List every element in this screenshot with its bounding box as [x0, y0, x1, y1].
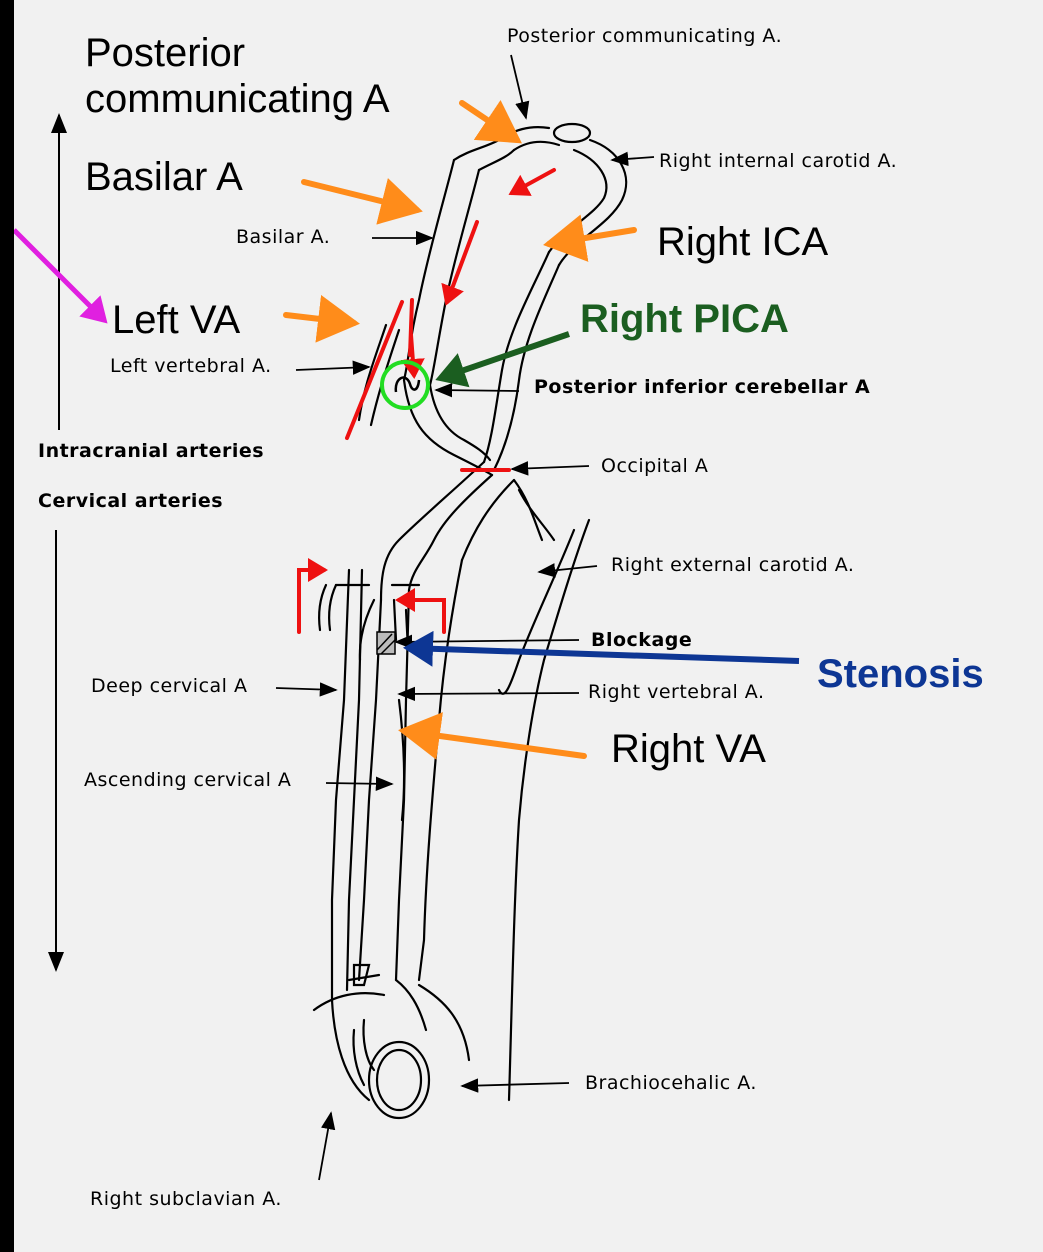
posterior-communicating-annotation-line2: communicating A: [85, 76, 390, 122]
posterior-communicating-annotation-line1: Posterior: [85, 30, 390, 76]
right-ica-annotation: Right ICA: [657, 220, 828, 265]
right-external-carotid-label: Right external carotid A.: [611, 554, 854, 576]
blockage-hatch: [377, 632, 395, 654]
left-va-annotation: Left VA: [112, 298, 240, 343]
left-vertebral-label: Left vertebral A.: [110, 355, 272, 377]
basilar-label: Basilar A.: [236, 226, 330, 248]
occipital-label: Occipital A: [601, 455, 708, 477]
right-va-annotation: Right VA: [611, 727, 766, 772]
posterior-communicating-label: Posterior communicating A.: [507, 25, 782, 47]
right-vertebral-label: Right vertebral A.: [588, 681, 765, 703]
blockage-label: Blockage: [591, 629, 692, 651]
brachiocephalic-label: Brachiocehalic A.: [585, 1072, 757, 1094]
right-subclavian-label: Right subclavian A.: [90, 1188, 282, 1210]
diagram-canvas: Posterior communicating A. Right interna…: [14, 0, 1043, 1252]
pica-glyph: [396, 378, 419, 392]
basilar-annotation: Basilar A: [85, 155, 243, 200]
right-internal-carotid-label: Right internal carotid A.: [659, 150, 897, 172]
ascending-cervical-label: Ascending cervical A: [84, 769, 291, 791]
pica-arrow: [441, 334, 569, 378]
intracranial-arteries-label: Intracranial arteries: [38, 440, 264, 462]
orange-arrows: [286, 103, 634, 756]
range-arrows: [56, 115, 59, 970]
vessel-outlines: [314, 124, 626, 1118]
deep-cervical-label: Deep cervical A: [91, 675, 248, 697]
right-pica-annotation: Right PICA: [580, 297, 789, 342]
stenosis-annotation: Stenosis: [817, 652, 984, 697]
posterior-communicating-annotation: Posterior communicating A: [85, 30, 390, 122]
cervical-arteries-label: Cervical arteries: [38, 490, 223, 512]
posterior-inferior-cerebellar-label: Posterior inferior cerebellar A: [534, 376, 870, 398]
